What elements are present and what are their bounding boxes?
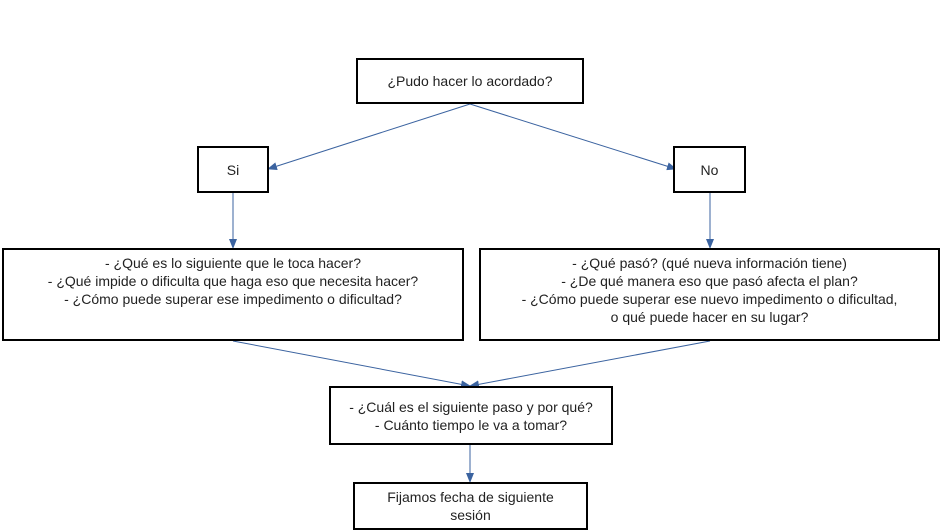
no-box: No: [673, 146, 746, 193]
yes-details-line-3: - ¿Cómo puede superar ese impedimento o …: [64, 291, 402, 307]
yes-box: Si: [197, 146, 269, 193]
arrow-no-details-to-next-step: [469, 340, 711, 389]
yes-details-line-2: - ¿Qué impide o dificulta que haga eso q…: [47, 273, 419, 289]
yes-label: Si: [226, 161, 240, 178]
next-step-line-2: - Cuánto tiempo le va a tomar?: [374, 416, 568, 433]
yes-details-box: - ¿Qué es lo siguiente que le toca hacer…: [2, 248, 464, 341]
yes-details-line-1: - ¿Qué es lo siguiente que le toca hacer…: [104, 255, 362, 271]
arrow-question-to-no: [469, 103, 677, 171]
date-line-2: sesión: [450, 507, 491, 523]
next-step-box: - ¿Cuál es el siguiente paso y por qué? …: [329, 386, 613, 445]
arrow-question-to-yes: [267, 103, 471, 171]
next-step-line-1: - ¿Cuál es el siguiente paso y por qué?: [349, 398, 593, 415]
question-box: ¿Pudo hacer lo acordado?: [356, 58, 584, 104]
no-details-box: - ¿Qué pasó? (qué nueva información tien…: [479, 248, 940, 341]
arrow-yes-details-to-next-step: [232, 340, 471, 389]
no-details-line-2: - ¿De qué manera eso que pasó afecta el …: [561, 273, 858, 289]
no-details-line-1: - ¿Qué pasó? (qué nueva información tien…: [572, 255, 847, 271]
no-details-line-4: o qué puede hacer en su lugar?: [610, 309, 809, 325]
question-text: ¿Pudo hacer lo acordado?: [387, 73, 553, 89]
date-box: Fijamos fecha de siguiente sesión: [353, 482, 588, 530]
date-line-1: Fijamos fecha de siguiente: [387, 489, 554, 505]
no-details-line-3: - ¿Cómo puede superar ese nuevo impedime…: [521, 291, 898, 307]
no-label: No: [700, 161, 719, 178]
